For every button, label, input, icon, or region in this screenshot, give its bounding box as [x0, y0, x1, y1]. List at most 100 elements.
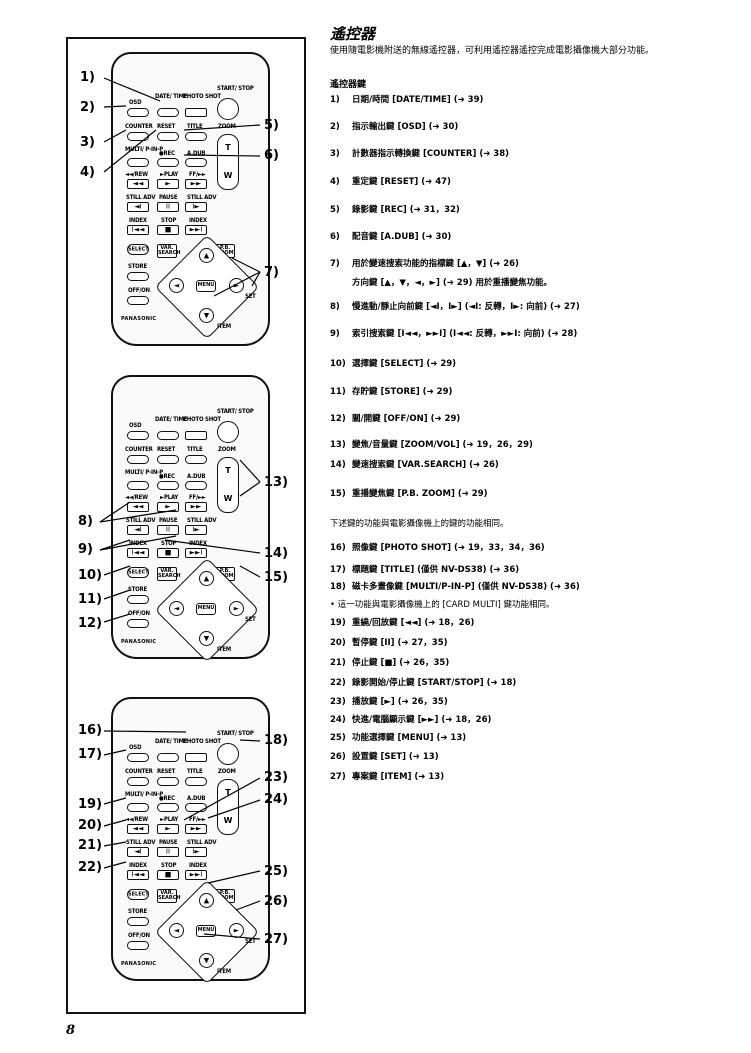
- item-text: 配音鍵 [A.DUB] (➜ 30): [352, 232, 452, 242]
- start-stop-label: START/ STOP: [217, 85, 254, 92]
- list-item: 6)配音鍵 [A.DUB] (➜ 30): [330, 230, 451, 242]
- index-forward-button-glyph: ►►I: [189, 225, 203, 234]
- item-text: 設置鍵 [SET] (➜ 13): [352, 752, 439, 762]
- index-back-button-glyph: I◄◄: [131, 870, 145, 879]
- still-adv-right-label: STILL ADV: [187, 194, 217, 201]
- store-label: STORE: [128, 586, 148, 593]
- stop-label: STOP: [161, 862, 177, 869]
- menu-button: MENU: [196, 280, 216, 292]
- item-text: 錄影開始/停止鍵 [START/STOP] (➜ 18): [352, 678, 517, 688]
- play-button-glyph: ►: [165, 179, 171, 188]
- up-arrow-button-glyph: ▲: [203, 896, 210, 904]
- osd-button: [127, 753, 149, 762]
- rec-label: ●REC: [159, 795, 175, 802]
- pause-label: PAUSE: [159, 194, 178, 201]
- var-search-label: VAR. SEARCH: [158, 568, 181, 579]
- select-label: SELECT: [128, 891, 149, 897]
- callout-number: 14): [264, 546, 289, 561]
- callout-number: 21): [78, 838, 103, 853]
- title-button: [185, 777, 207, 786]
- ff-button-glyph: ►►: [190, 502, 202, 511]
- callout-number: 11): [78, 592, 103, 607]
- slow-back-button-glyph: ◄I: [134, 202, 142, 211]
- down-arrow-button-glyph: ▼: [203, 311, 210, 319]
- item-text: 用於變速搜索功能的指標鍵 [▲，▼] (➜ 26): [352, 259, 519, 269]
- left-arrow-button: ◄: [169, 923, 184, 938]
- right-arrow-button: ►: [229, 923, 244, 938]
- start-stop-button: [217, 98, 239, 120]
- counter-button: [127, 777, 149, 786]
- item-number: 15): [330, 489, 346, 499]
- down-arrow-button-glyph: ▼: [203, 956, 210, 964]
- zoom-w-label: W: [223, 171, 233, 180]
- menu-label: MENU: [197, 282, 215, 288]
- pause-label: PAUSE: [159, 517, 178, 524]
- ff-label: FF/►►: [189, 494, 206, 501]
- callout-number: 19): [78, 797, 103, 812]
- adub-label: A.DUB: [187, 473, 206, 480]
- multi-button: [127, 803, 149, 812]
- item-number: 25): [330, 733, 346, 743]
- callout-number: 27): [264, 932, 289, 947]
- callout-number: 25): [264, 864, 289, 879]
- item-number: 22): [330, 678, 346, 688]
- list-item: 14)變速搜索鍵 [VAR.SEARCH] (➜ 26): [330, 458, 499, 470]
- index-forward-button: ►►I: [185, 548, 207, 558]
- item-number: 13): [330, 440, 346, 450]
- illustration-panel: [66, 37, 306, 1014]
- item-number: 19): [330, 618, 346, 628]
- select-label: SELECT: [128, 246, 149, 252]
- slow-back-button: ◄I: [127, 525, 149, 535]
- store-label: STORE: [128, 263, 148, 270]
- item-number: 11): [330, 387, 346, 397]
- off-on-label: OFF/ON: [128, 287, 150, 294]
- callout-number: 26): [264, 894, 289, 909]
- osd-label: OSD: [129, 99, 142, 106]
- title-label: TITLE: [187, 768, 203, 775]
- page-number: 8: [66, 1023, 76, 1038]
- index-back-button: I◄◄: [127, 548, 149, 558]
- callout-number: 15): [264, 570, 289, 585]
- item-number: 12): [330, 414, 346, 424]
- slow-forward-button-glyph: I►: [192, 202, 200, 211]
- list-item: 1)日期/時間 [DATE/TIME] (➜ 39): [330, 93, 483, 105]
- stop-button-glyph: ■: [164, 225, 172, 234]
- adub-button: [185, 158, 207, 167]
- counter-label: COUNTER: [125, 123, 153, 130]
- stop-button: ■: [157, 870, 179, 880]
- menu-label: MENU: [197, 605, 215, 611]
- ff-button-glyph: ►►: [190, 824, 202, 833]
- start-stop-label: START/ STOP: [217, 730, 254, 737]
- list-item: 16)照像鍵 [PHOTO SHOT] (➜ 19，33，34，36): [330, 541, 545, 553]
- store-button: [127, 917, 149, 926]
- photo-shot-label: PHOTO SHOT: [183, 93, 221, 100]
- brand-logo: PANASONIC: [121, 639, 157, 645]
- list-item: 7)用於變速搜索功能的指標鍵 [▲，▼] (➜ 26): [330, 257, 519, 269]
- list-item: 9)索引搜索鍵 [I◄◄，►►I] (I◄◄: 反轉，►►I: 向前) (➜ 2…: [330, 327, 577, 339]
- osd-button: [127, 431, 149, 440]
- index-left-label: INDEX: [129, 862, 147, 869]
- index-back-button-glyph: I◄◄: [131, 548, 145, 557]
- rec-button: [157, 481, 179, 490]
- rew-button-glyph: ◄◄: [132, 179, 144, 188]
- index-back-button-glyph: I◄◄: [131, 225, 145, 234]
- list-item: 25)功能選擇鍵 [MENU] (➜ 13): [330, 731, 466, 743]
- list-item: 11)存貯鍵 [STORE] (➜ 29): [330, 385, 452, 397]
- item-number: 2): [330, 122, 340, 132]
- item-text: 重定鍵 [RESET] (➜ 47): [352, 177, 451, 187]
- counter-button: [127, 132, 149, 141]
- photo-shot-button: [185, 108, 207, 117]
- item-number: 10): [330, 359, 346, 369]
- photo-shot-button: [185, 753, 207, 762]
- still-adv-right-label: STILL ADV: [187, 517, 217, 524]
- item-text: 暫停鍵 [II] (➜ 27，35): [352, 638, 448, 648]
- intro-text: 使用隨電影機附送的無線遙控器，可利用遙控器遙控完成電影攝像機大部分功能。: [330, 46, 655, 56]
- still-adv-left-label: STILL ADV: [126, 517, 156, 524]
- callout-number: 7): [264, 265, 279, 280]
- select-button: SELECT: [127, 567, 149, 578]
- store-button: [127, 272, 149, 281]
- off-on-button: [127, 296, 149, 305]
- pause-label: PAUSE: [159, 839, 178, 846]
